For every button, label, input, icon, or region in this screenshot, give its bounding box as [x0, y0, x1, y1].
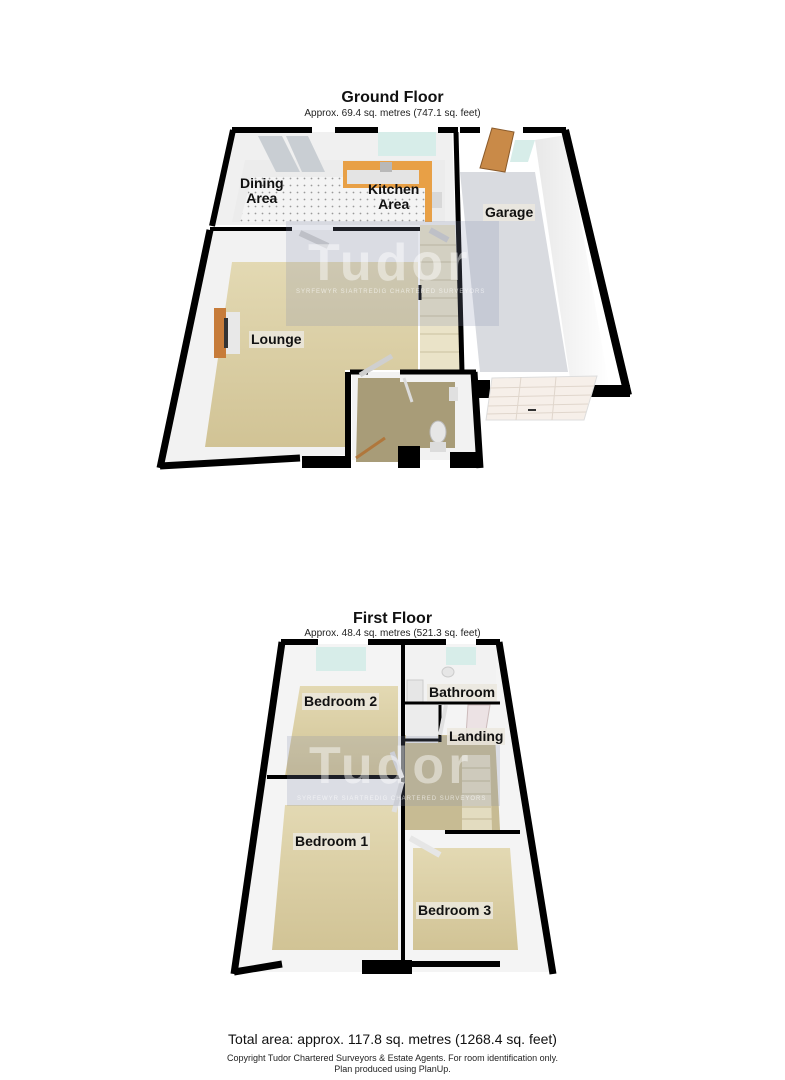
label-line: Dining [240, 175, 284, 191]
room-label-landing: Landing [447, 728, 506, 745]
watermark-first: Tudor SYRFEWYR SIARTREDIG CHARTERED SURV… [287, 736, 500, 806]
total-area: Total area: approx. 117.8 sq. metres (12… [228, 1031, 557, 1047]
label-line: Area [378, 196, 410, 212]
first-floor-plan [230, 639, 557, 976]
room-label-kitchen-area: Kitchen Area [366, 181, 421, 213]
first-floor-area: Approx. 48.4 sq. metres (521.3 sq. feet) [304, 628, 481, 639]
label-line: Area [246, 190, 278, 206]
room-label-garage: Garage [483, 204, 536, 221]
watermark-subtitle: SYRFEWYR SIARTREDIG CHARTERED SURVEYORS [297, 796, 487, 802]
watermark-subtitle: SYRFEWYR SIARTREDIG CHARTERED SURVEYORS [296, 289, 486, 295]
label-line: Kitchen [368, 181, 420, 197]
first-floor-title: First Floor [352, 610, 433, 627]
room-label-bathroom: Bathroom [427, 684, 498, 701]
watermark-brand: Tudor [309, 737, 473, 795]
room-label-bedroom-2: Bedroom 2 [302, 693, 380, 710]
copyright-line: Copyright Tudor Chartered Surveyors & Es… [227, 1053, 558, 1063]
watermark-ground: Tudor SYRFEWYR SIARTREDIG CHARTERED SURV… [286, 221, 499, 326]
room-label-lounge: Lounge [249, 331, 304, 348]
watermark-brand: Tudor [308, 234, 472, 292]
room-label-bedroom-3: Bedroom 3 [416, 902, 494, 919]
ground-floor-plan [156, 127, 632, 470]
room-label-bedroom-1: Bedroom 1 [293, 833, 371, 850]
produced-by-line: Plan produced using PlanUp. [334, 1064, 451, 1074]
ground-floor-area: Approx. 69.4 sq. metres (747.1 sq. feet) [304, 108, 481, 119]
ground-floor-title: Ground Floor [341, 89, 444, 106]
copyright-notice: Copyright Tudor Chartered Surveyors & Es… [0, 1053, 785, 1075]
room-label-dining-area: Dining Area [238, 175, 286, 207]
